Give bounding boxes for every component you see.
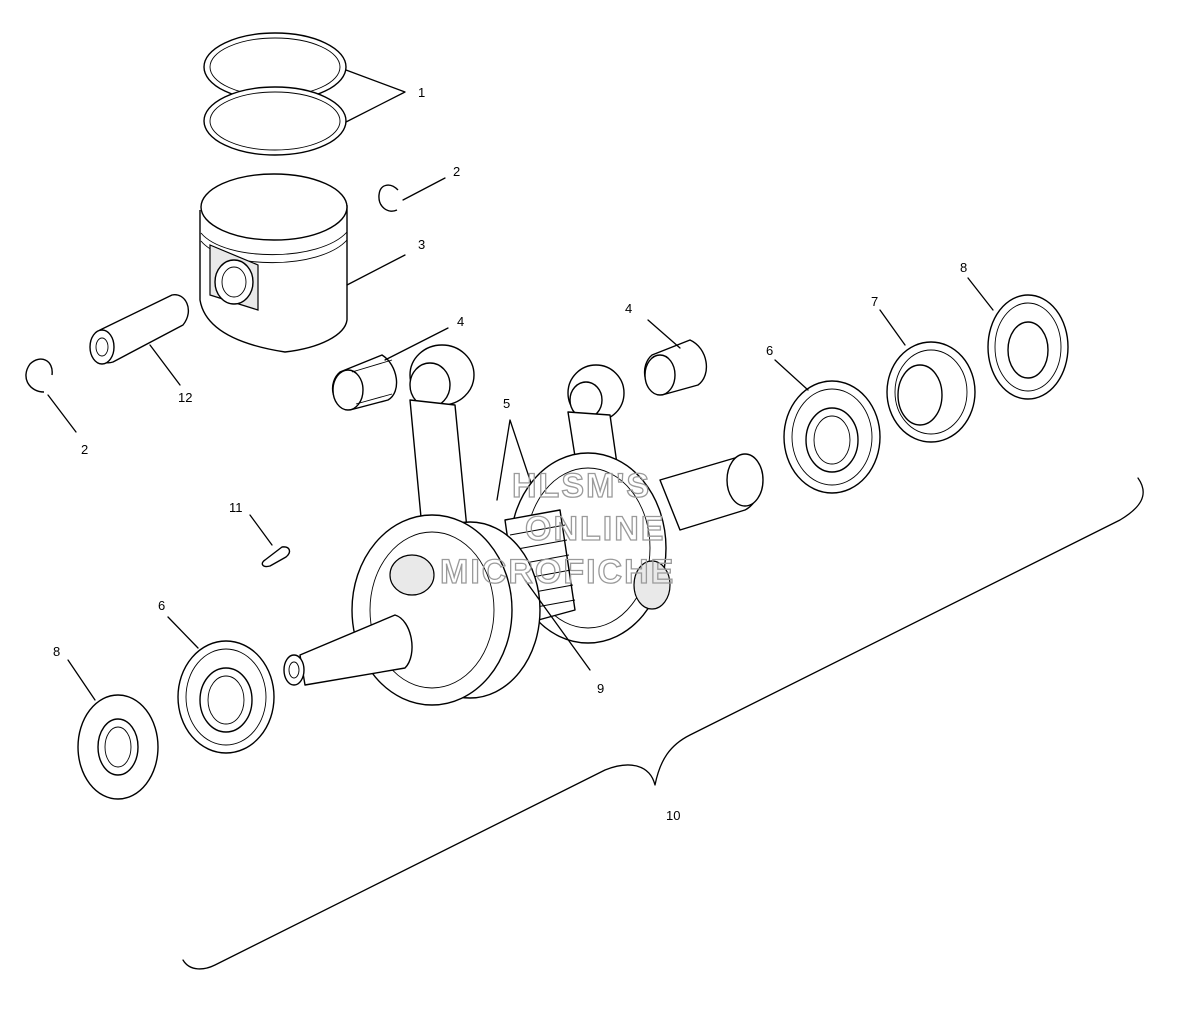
circlip-lower <box>25 358 77 433</box>
woodruff-key <box>249 514 291 568</box>
callout-10: 10 <box>666 808 680 823</box>
callout-8-right: 8 <box>960 260 967 275</box>
assembly-bracket <box>182 477 1144 970</box>
crankpin-leader <box>524 579 591 671</box>
main-bearing-left <box>167 616 275 754</box>
callout-2-lower: 2 <box>81 442 88 457</box>
needle-bearing-left <box>331 327 449 411</box>
seal-right <box>967 277 1069 400</box>
callout-12: 12 <box>178 390 192 405</box>
callout-6-left: 6 <box>158 598 165 613</box>
callout-6-right: 6 <box>766 343 773 358</box>
seal-left <box>67 659 159 800</box>
circlip-upper <box>378 177 446 212</box>
callout-8-left: 8 <box>53 644 60 659</box>
crankshaft <box>283 452 764 706</box>
callout-2-upper: 2 <box>453 164 460 179</box>
callout-4-right: 4 <box>625 301 632 316</box>
watermark-line1: HLSM'S <box>512 467 651 505</box>
callout-7: 7 <box>871 294 878 309</box>
callouts: 1 2 3 4 4 5 6 7 8 12 2 11 6 8 9 10 <box>53 85 967 823</box>
callout-5: 5 <box>503 396 510 411</box>
watermark-line2: ONLINE <box>525 510 665 548</box>
bearing-7 <box>879 309 976 443</box>
watermark: HLSM'S ONLINE MICROFICHE <box>439 466 675 591</box>
wrist-pin <box>89 294 189 386</box>
callout-3: 3 <box>418 237 425 252</box>
callout-9: 9 <box>597 681 604 696</box>
callout-4-left: 4 <box>457 314 464 329</box>
callout-11: 11 <box>229 500 243 515</box>
callout-1: 1 <box>418 85 425 100</box>
piston-rings <box>203 32 406 156</box>
main-bearing-right <box>774 359 881 494</box>
needle-bearing-right <box>643 319 708 396</box>
piston <box>199 173 406 353</box>
watermark-line3: MICROFICHE <box>440 553 675 591</box>
